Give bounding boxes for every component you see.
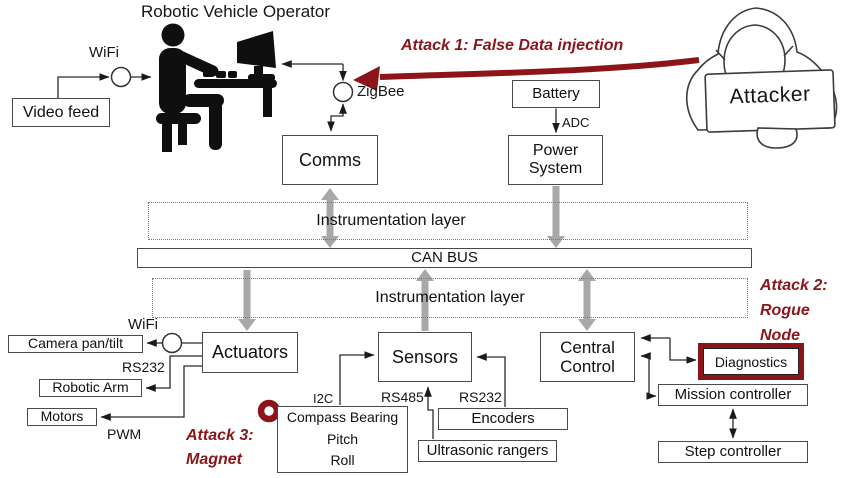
magnet-icon — [257, 399, 281, 423]
diagram-title: Robotic Vehicle Operator — [141, 2, 330, 21]
i2c-label: I2C — [313, 391, 334, 406]
black-connectors — [57, 60, 737, 439]
node-encoders: Encoders — [438, 408, 568, 430]
node-actuators: Actuators — [202, 332, 298, 373]
instrumentation-layer-top-label: Instrumentation layer — [316, 212, 466, 229]
adc-label: ADC — [562, 115, 590, 130]
rs232-encoders-label: RS232 — [459, 389, 502, 405]
node-video-feed: Video feed — [12, 98, 110, 127]
wifi-node2-icon — [161, 332, 183, 354]
node-can-bus: CAN BUS — [137, 248, 752, 268]
node-step-controller: Step controller — [658, 441, 808, 463]
node-diagnostics: Diagnostics — [703, 348, 799, 375]
node-ultrasonic-rangers: Ultrasonic rangers — [418, 440, 557, 462]
node-camera-pan-tilt: Camera pan/tilt — [8, 335, 143, 353]
node-sensors: Sensors — [378, 332, 472, 382]
attack1-arrow — [353, 57, 700, 91]
node-robotic-arm: Robotic Arm — [39, 379, 142, 397]
zigbee-label: ZigBee — [357, 83, 405, 100]
instrumentation-layer-bottom: Instrumentation layer — [152, 278, 748, 318]
wifi-label: WiFi — [89, 44, 119, 61]
node-battery: Battery — [512, 80, 600, 108]
node-mission-controller: Mission controller — [658, 384, 808, 406]
instrumentation-layer-top: Instrumentation layer — [148, 202, 748, 240]
pwm-label: PWM — [107, 426, 142, 442]
node-compass: Compass Bearing Pitch Roll — [277, 406, 408, 473]
attacker-laptop-label: Attacker — [729, 82, 811, 109]
rs232-arm-label: RS232 — [122, 359, 165, 375]
wifi2-label: WiFi — [128, 316, 158, 333]
attack3-label: Attack 3: Magnet — [186, 427, 254, 468]
attack1-label: Attack 1: False Data injection — [401, 37, 624, 54]
zigbee-node-icon — [332, 81, 354, 103]
node-power-system: Power System — [508, 135, 603, 185]
instrumentation-layer-bottom-label: Instrumentation layer — [375, 289, 525, 306]
node-central-control: Central Control — [540, 332, 635, 382]
wifi-node-icon — [110, 66, 132, 88]
node-comms: Comms — [282, 135, 378, 185]
operator-icon — [156, 23, 277, 152]
attacker-icon — [686, 7, 838, 149]
node-motors: Motors — [27, 408, 97, 426]
rs485-label: RS485 — [381, 389, 424, 405]
node-diagnostics-rogue-frame: Diagnostics — [698, 343, 804, 380]
attack2-label: Attack 2: Rogue Node — [760, 277, 828, 344]
